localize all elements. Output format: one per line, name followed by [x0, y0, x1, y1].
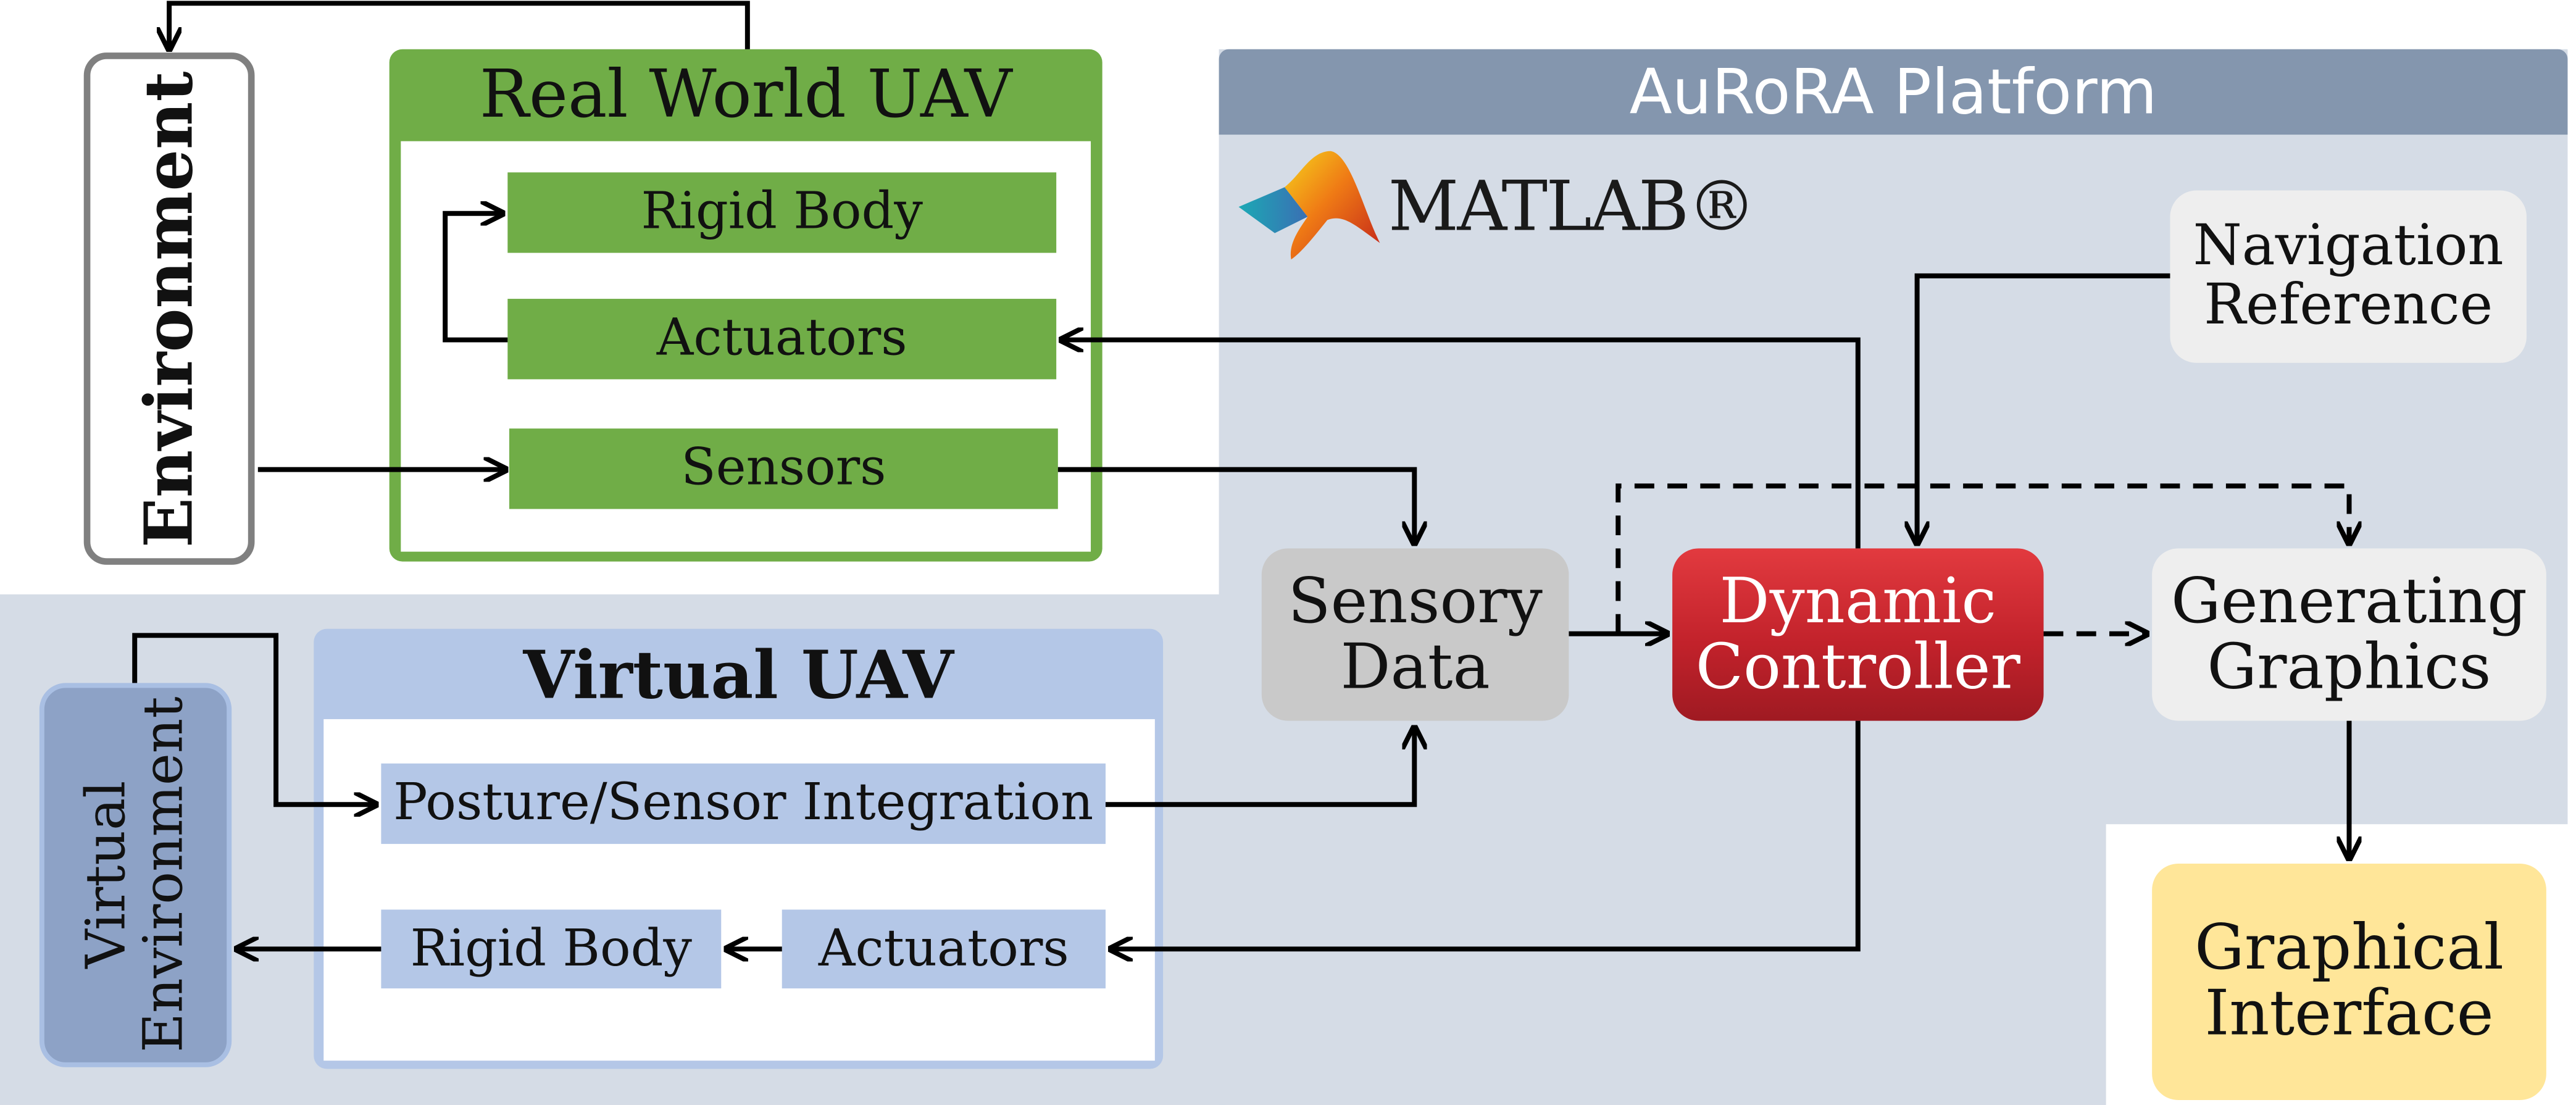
arrow-navigation-to-controller [1917, 273, 2170, 544]
environment-box: Environment [83, 52, 255, 565]
real-sensors-box: Sensors [509, 428, 1058, 509]
graphical-interface-box: Graphical Interface [2152, 864, 2546, 1100]
real-rigid-body-box: Rigid Body [507, 172, 1057, 253]
generating-graphics-box: Generating Graphics [2152, 548, 2546, 721]
aurora-lower-bg [1219, 804, 2106, 1105]
navigation-reference-box: Navigation Reference [2170, 190, 2527, 363]
arrow-sensors-to-sensory-data [1057, 467, 1414, 544]
dynamic-controller-box: Dynamic Controller [1672, 548, 2044, 721]
real-world-uav-title: Real World UAV [479, 57, 1012, 133]
arrow-actuators-to-rigid-body [443, 214, 508, 343]
arrow-posture-integration-to-sensory-data [1105, 727, 1414, 807]
aurora-platform-header: AuRoRA Platform [1219, 49, 2568, 135]
virtual-actuators-box: Actuators [782, 909, 1106, 989]
virtual-rigid-body-box: Rigid Body [381, 909, 722, 989]
arrow-controller-to-real-actuators [1061, 340, 1861, 549]
arrow-real-uav-to-environment [169, 1, 750, 49]
arrow-virtual-environment-to-posture-integration [132, 633, 376, 804]
sensory-data-box: Sensory Data [1261, 548, 1569, 721]
matlab-logo-icon [1238, 151, 1380, 260]
virtual-uav-title: Virtual UAV [523, 636, 954, 714]
real-actuators-box: Actuators [507, 299, 1057, 380]
posture-sensor-integration-box: Posture/Sensor Integration [381, 763, 1106, 844]
virtual-environment-box: Virtual Environment [39, 683, 232, 1067]
matlab-wordmark: MATLAB® [1388, 164, 1756, 246]
matlab-logo-text: MATLAB® [1388, 165, 1756, 246]
aurora-platform-title: AuRoRA Platform [1629, 56, 2157, 128]
dashed-arrow-sensory-to-graphics [1615, 483, 2349, 634]
arrow-controller-to-virtual-actuators [1111, 720, 1861, 949]
